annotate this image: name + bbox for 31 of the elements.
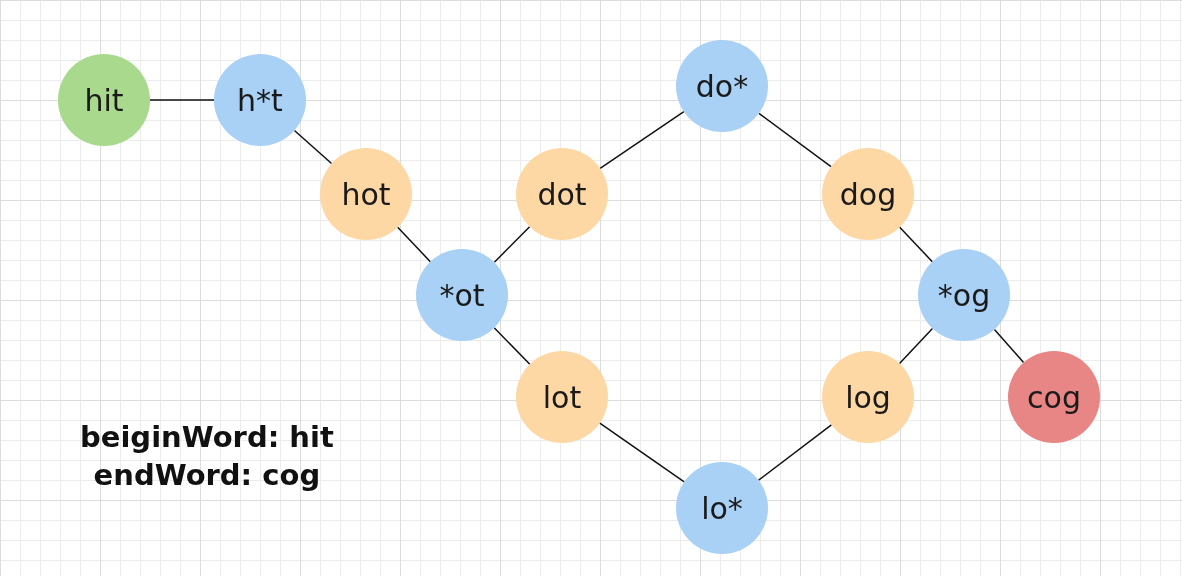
connector-line	[396, 226, 432, 263]
node-label: h*t	[237, 82, 283, 118]
node-label: lot	[542, 379, 582, 415]
connector-line	[493, 327, 531, 365]
note-text: beiginWord: hit	[80, 420, 334, 454]
node-label: lo*	[701, 490, 743, 526]
connector-line	[898, 327, 934, 365]
word-circle	[822, 351, 914, 443]
node-label: do*	[695, 68, 749, 104]
connector-line	[149, 99, 215, 101]
connector-line	[993, 328, 1025, 364]
word-circle	[676, 40, 768, 132]
node-label: *ot	[439, 277, 485, 313]
node-label: hot	[341, 176, 391, 212]
connector-line	[599, 422, 685, 483]
connector-line	[757, 424, 833, 481]
connector-line	[493, 225, 531, 264]
connector-line	[898, 226, 934, 263]
connector-line	[293, 129, 333, 165]
node-label: log	[845, 379, 891, 415]
node-label: *og	[937, 277, 991, 313]
node-label: dot	[537, 176, 587, 212]
word-circle	[416, 249, 508, 341]
node-label: dog	[839, 176, 897, 212]
word-circle	[1008, 351, 1100, 443]
word-circle	[676, 462, 768, 554]
note-text: endWord: cog	[93, 458, 321, 492]
node-label: hit	[84, 82, 124, 118]
node-label: cog	[1027, 379, 1081, 415]
connector-line	[758, 112, 832, 168]
connector-line	[599, 111, 685, 169]
